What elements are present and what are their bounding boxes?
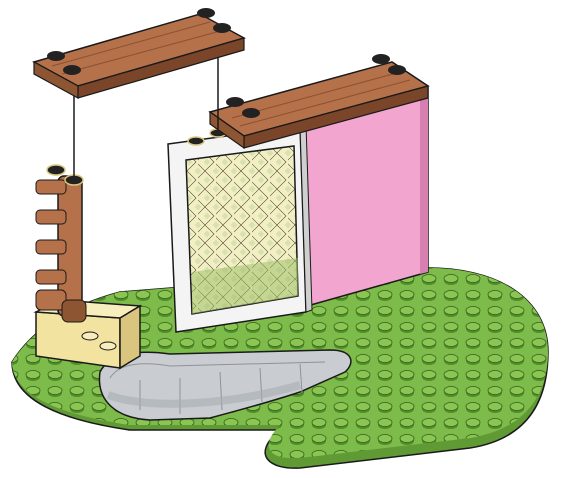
lattice-window [168,124,312,332]
wood-plank-floating [34,8,244,98]
wooden-post [36,165,86,322]
